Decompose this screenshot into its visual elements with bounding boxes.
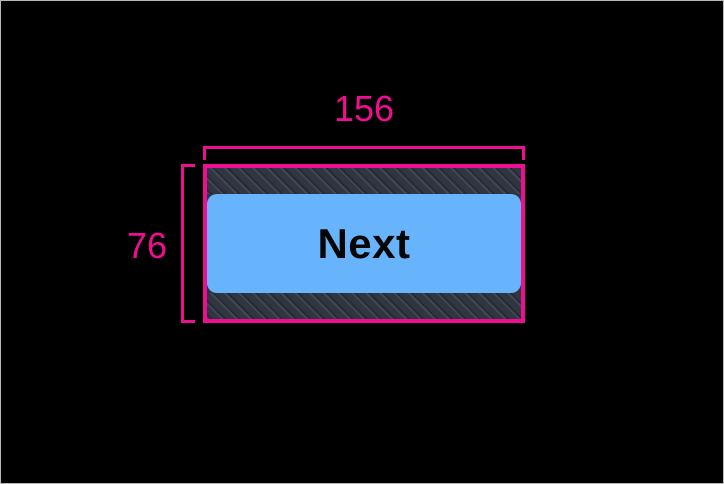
width-dimension-label: 156 bbox=[333, 88, 395, 129]
top-padding-hatch-band bbox=[207, 168, 521, 194]
height-dimension-label: 76 bbox=[126, 225, 167, 266]
next-button-label: Next bbox=[317, 219, 411, 267]
height-dimension-bracket bbox=[181, 164, 195, 323]
next-button[interactable]: Next bbox=[207, 194, 521, 293]
width-dimension-bracket bbox=[203, 146, 525, 160]
bottom-padding-hatch-band bbox=[207, 293, 521, 319]
measured-element-outline: Next bbox=[203, 164, 525, 323]
button-container: Next bbox=[207, 168, 521, 319]
